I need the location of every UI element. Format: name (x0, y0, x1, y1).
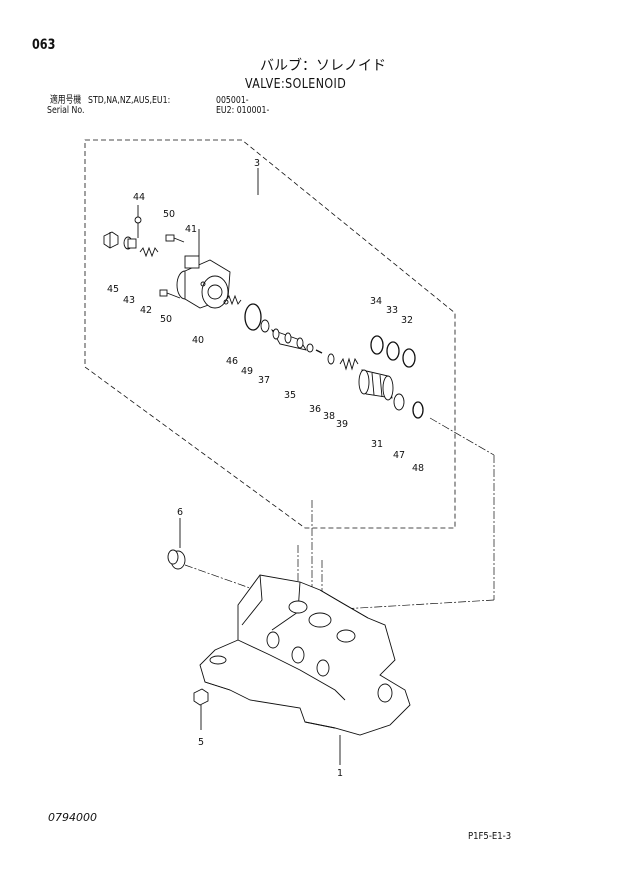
nut-45 (103, 231, 119, 249)
callout-32: 32 (401, 315, 413, 326)
drawing-code: 0794000 (48, 811, 97, 824)
callout-49: 49 (241, 366, 253, 377)
assembly-boundary (84, 139, 456, 529)
plug-5 (193, 688, 209, 730)
callout-42: 42 (140, 305, 152, 316)
ring-38 (327, 353, 335, 365)
callout-3: 3 (254, 158, 260, 169)
callout-40: 40 (192, 335, 204, 346)
applicability-label: 適用号機 (50, 95, 82, 106)
eu2-serial-range: EU2: 010001- (216, 105, 270, 116)
callout-36: 36 (309, 404, 321, 415)
sleeve-31 (358, 369, 394, 401)
callout-34: 34 (370, 296, 382, 307)
callout-35: 35 (284, 390, 296, 401)
fitting-43 (123, 236, 137, 250)
callout-38: 38 (323, 411, 335, 422)
callout-31: 31 (371, 439, 383, 450)
spool-35 (271, 328, 314, 353)
bolt-50-lower (159, 289, 181, 299)
spring-42 (139, 246, 159, 258)
o-ring-48 (412, 401, 424, 419)
washer-37 (260, 319, 270, 333)
spring-39 (339, 357, 359, 371)
bolt-50-upper (165, 234, 185, 243)
page-number: 063 (32, 37, 56, 53)
callout-41: 41 (185, 224, 197, 235)
eu1-serial-range: 005001- (216, 95, 249, 106)
o-ring-32 (402, 348, 416, 368)
callout-45: 45 (107, 284, 119, 295)
callout-50-lower: 50 (160, 314, 172, 325)
page-reference: P1F5-E1-3 (468, 831, 512, 842)
callout-5: 5 (198, 737, 204, 748)
callout-43: 43 (123, 295, 135, 306)
callout-50-upper: 50 (163, 209, 175, 220)
callout-33: 33 (386, 305, 398, 316)
plug-6 (167, 518, 186, 570)
callout-39: 39 (336, 419, 348, 430)
callout-48: 48 (412, 463, 424, 474)
o-ring-34 (370, 335, 384, 355)
o-ring-33 (386, 341, 400, 361)
applicable-models: STD,NA,NZ,AUS,EU1: (88, 95, 171, 106)
page-title-english: VALVE:SOLENOID (245, 77, 347, 92)
page-title-japanese: バルブ：ソレノイド (260, 58, 386, 74)
callout-47: 47 (393, 450, 405, 461)
serial-number-label: Serial No. (47, 105, 85, 116)
spring-46 (225, 294, 242, 306)
callout-1: 1 (337, 768, 343, 779)
callout-44: 44 (133, 192, 145, 203)
callout-6: 6 (177, 507, 183, 518)
o-ring-49 (244, 303, 262, 331)
solenoid-coil-40 (176, 229, 231, 309)
callout-46: 46 (226, 356, 238, 367)
backup-ring-47 (393, 393, 405, 411)
callout-37: 37 (258, 375, 270, 386)
valve-body-1 (199, 574, 411, 765)
